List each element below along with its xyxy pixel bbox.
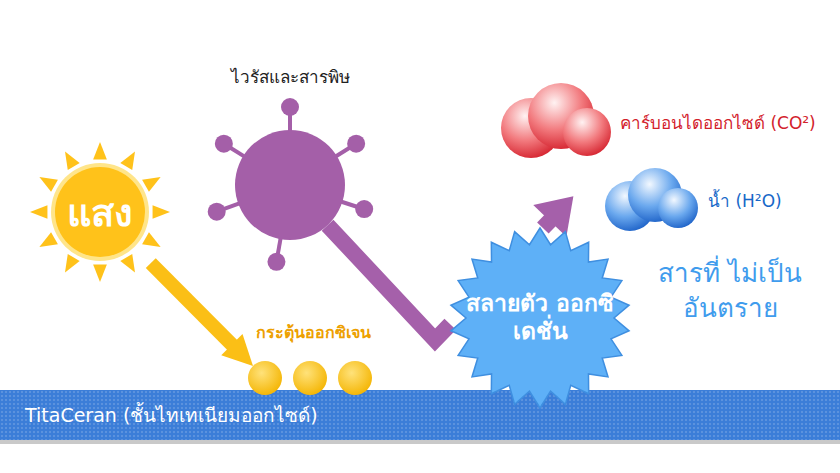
cloud-shape: [495, 82, 615, 162]
node-text: TitaCeran (ชั้นไทเทเนียมออกไซด์): [25, 400, 318, 430]
virus-knob: [267, 253, 285, 271]
sun-ray: [120, 151, 135, 170]
light-arrow: [151, 263, 253, 366]
node-text: ไวรัสและสารพิษ: [205, 66, 375, 88]
sun-text-box: แสง: [28, 140, 172, 284]
oxygen-dot: [248, 361, 282, 395]
sun-ray: [120, 254, 135, 273]
virus-knob: [347, 135, 365, 153]
oxygen-dot: [338, 361, 372, 395]
titanium-band: TitaCeran (ชั้นไทเทเนียมออกไซด์): [0, 390, 840, 444]
harmless-note: สารที่ ไม่เป็นอันตราย: [640, 256, 820, 326]
sun-ray: [142, 232, 161, 247]
water-cloud: น้ำ (H²O): [600, 166, 782, 234]
virus-line: [328, 225, 451, 340]
sun-ray: [93, 142, 107, 159]
virus-knob: [355, 200, 373, 218]
virus-knob: [215, 135, 233, 153]
virus-knob: [208, 203, 226, 221]
cloud-shape: [600, 166, 700, 234]
sun-ring: [51, 163, 149, 261]
node-text: คาร์บอนไดออกไซด์ (CO²): [620, 109, 816, 136]
arrow-head: [221, 334, 253, 366]
starburst-text-box: สลายตัว ออกซิเดชั่น: [450, 228, 630, 408]
sun-ray: [39, 177, 58, 192]
node-text: กระตุ้นออกซิเจน: [240, 322, 390, 344]
virus-circle: ไวรัสและสารพิษ: [205, 66, 375, 266]
oxygen-dots: กระตุ้นออกซิเจน: [240, 322, 390, 397]
sun-ray: [39, 232, 58, 247]
oxygen-dot: [293, 361, 327, 395]
sun-ray: [153, 205, 170, 219]
sun-body: [55, 167, 145, 257]
connector-line: [328, 225, 451, 340]
sun-circle: แสง: [28, 140, 172, 284]
oxidation-starburst: สลายตัว ออกซิเดชั่น: [450, 228, 630, 408]
virus-knob: [281, 98, 299, 116]
connector-line: [151, 263, 238, 351]
co2-cloud: คาร์บอนไดออกไซด์ (CO²): [495, 82, 816, 162]
node-text: น้ำ (H²O): [708, 187, 782, 214]
virus-body: [235, 130, 345, 240]
sun-ray: [142, 177, 161, 192]
cloud-puff: [658, 188, 698, 228]
oxygen-dot-shapes: [240, 361, 380, 401]
virus-shape: [205, 86, 375, 266]
sun-ray: [65, 151, 80, 170]
sun-ray: [93, 265, 107, 282]
sun-ray: [65, 254, 80, 273]
cloud-puff: [563, 108, 611, 156]
node-text: แสง: [67, 182, 133, 243]
sun-ray: [30, 205, 47, 219]
node-text: สลายตัว ออกซิเดชั่น: [465, 290, 615, 345]
starburst-outline: [451, 228, 629, 408]
